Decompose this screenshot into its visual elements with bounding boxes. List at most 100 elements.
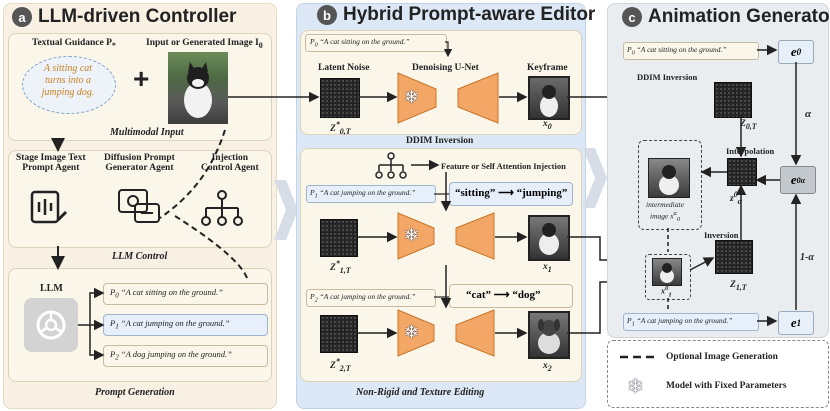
x1-label: x1 (543, 262, 552, 274)
c-p0-text: P0 “A cat sitting on the ground.” (627, 45, 727, 57)
c-ddim-inversion-label: DDIM Inversion (637, 72, 698, 82)
intermediate-label: intermediate image xα0 (646, 200, 684, 223)
z1t-label: Z1,T (730, 280, 747, 292)
llm-label: LLM (40, 283, 63, 294)
snowflake-icon-2: ❄ (404, 322, 420, 342)
panel-c-title: Animation Generator (648, 6, 830, 27)
keyframe-label: Keyframe (527, 63, 568, 73)
c-p1-text: P1 “A cat jumping on the ground.” (627, 316, 733, 328)
cat-icon (659, 165, 679, 195)
chat-gear-icon (118, 189, 160, 223)
dashed-line-legend-icon (620, 355, 656, 359)
b-top-prompt-text: P0 “A cat sitting on the ground.” (310, 37, 410, 49)
unet-1 (397, 212, 495, 260)
multimodal-input-label: Multimodal Input (110, 127, 184, 138)
legend-snowflake-icon: ❄ (627, 376, 644, 398)
edit2-box (449, 284, 573, 308)
edited-x1-image (528, 215, 570, 261)
cat-icon (539, 223, 559, 255)
tree-hierarchy-small-icon (375, 152, 407, 179)
unet-0 (397, 72, 499, 124)
editing-footer-label: Non-Rigid and Texture Editing (356, 387, 485, 398)
z1t-noise (715, 240, 753, 274)
z0-label: Z*0,T (330, 120, 351, 137)
edited-x2-image (528, 311, 570, 359)
panel-a-header: a LLM-driven Controller (12, 6, 236, 28)
z1-label: Z*1,T (330, 259, 351, 276)
interpolation-box (638, 140, 702, 230)
legend-snowflake-label: Model with Fixed Parameters (666, 381, 787, 391)
unet-label: Denoising U-Net (412, 63, 479, 73)
edit2-text: “cat” ⟶ “dog” (466, 289, 541, 301)
zalpha-label: z0α (730, 190, 743, 207)
z2-label: Z*2,T (330, 357, 351, 374)
attention-injection-label: Feature or Self Attention Injection (441, 161, 566, 171)
panel-b-badge: b (317, 5, 337, 25)
panel-a-badge: a (12, 7, 32, 27)
c-p0-box (623, 42, 759, 60)
keyframe-x0-image (528, 76, 570, 120)
guidance-text: A sitting cat turns into a jumping dog. (22, 63, 114, 99)
latent-noise-z2 (320, 315, 358, 353)
tree-hierarchy-icon (201, 190, 243, 226)
one-minus-alpha-label: 1-α (800, 252, 814, 263)
openai-logo-icon (36, 310, 66, 340)
c-p1-box (623, 313, 759, 331)
guidance-line-1: A sitting cat (43, 63, 93, 74)
edit1-text: “sitting” ⟶ “jumping” (455, 187, 568, 199)
b-p2-box (306, 289, 436, 307)
chevron-b-to-c-icon (583, 148, 607, 208)
b-p1-text: P1 “A cat jumping on the ground.” (310, 188, 416, 200)
dog-icon (538, 319, 560, 354)
ddim-inversion-label: DDIM Inversion (406, 136, 474, 146)
b-p2-text: P2 “A cat jumping on the ground.” (310, 292, 416, 304)
panel-c-badge: c (622, 7, 642, 27)
prompt-p2-text: P2 “A dog jumping on the ground.” (110, 349, 232, 362)
panel-a-title: LLM-driven Controller (38, 6, 237, 27)
intermediate-image (648, 158, 690, 198)
llm-logo-box (24, 298, 78, 352)
x2-label: x2 (543, 361, 552, 373)
guidance-bubble (22, 56, 116, 114)
legend-box (607, 340, 829, 408)
panel-b-title: Hybrid Prompt-aware Editor (343, 4, 596, 25)
guidance-line-3: jumping dog. (41, 87, 95, 98)
chevron-a-to-b-icon (274, 180, 298, 240)
b-top-prompt-box (305, 34, 447, 52)
llm-control-label: LLM Control (112, 251, 168, 262)
plus-icon: + (133, 63, 150, 94)
x1-small-label: x01 (661, 285, 672, 299)
panel-c-header: c Animation Generator (622, 6, 830, 28)
prompt-p0-text: P0 “A cat sitting on the ground.” (110, 287, 223, 300)
input-image-label: Input or Generated Image I0 (146, 38, 263, 50)
input-cat-image (168, 52, 228, 124)
llm-control-box (8, 150, 272, 248)
cat-icon (540, 85, 558, 117)
unet-2 (397, 309, 495, 357)
latent-noise-label: Latent Noise (318, 63, 370, 73)
edit1-box (449, 182, 573, 206)
x1-small-image (652, 258, 682, 286)
cat-icon (184, 62, 212, 118)
prompt-generation-label: Prompt Generation (95, 387, 175, 398)
zalpha-noise (727, 158, 757, 186)
z0t-label: Z0,T (740, 119, 757, 131)
prompt-p1-text: P1 “A cat jumping on the ground.” (110, 318, 230, 331)
guidance-line-2: turns into a (44, 75, 92, 86)
panel-b-header: b Hybrid Prompt-aware Editor (317, 4, 595, 26)
latent-noise-z1 (320, 219, 358, 257)
interpolation-label: Interpolation (726, 146, 775, 156)
inversion-label: Inversion (704, 230, 739, 240)
cat-icon (660, 263, 674, 283)
voice-doc-icon (30, 190, 68, 224)
x0-label: x0 (543, 119, 552, 131)
z0t-noise (714, 82, 752, 118)
legend-dashed-label: Optional Image Generation (666, 352, 778, 362)
